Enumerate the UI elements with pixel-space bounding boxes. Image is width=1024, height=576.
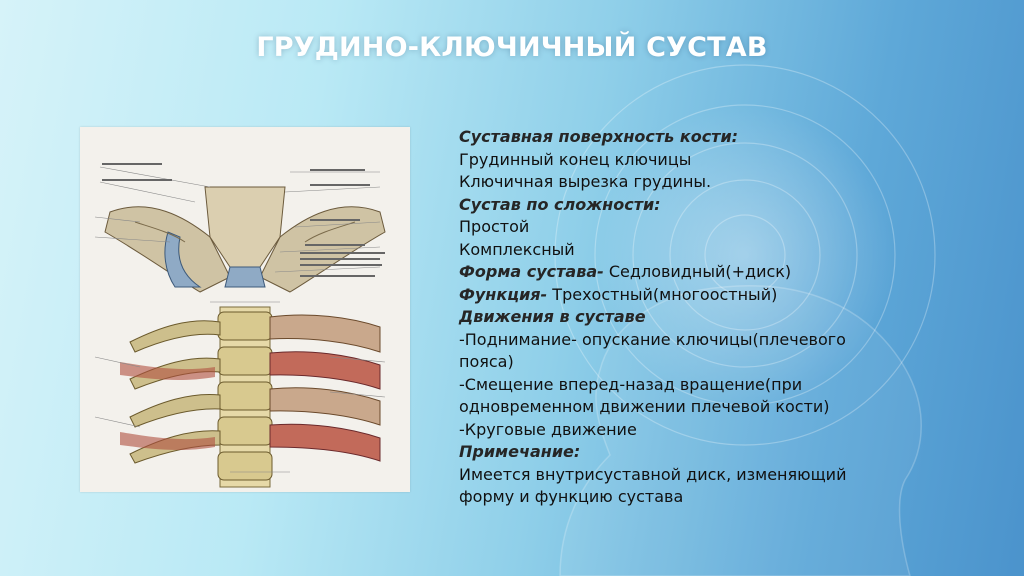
complexity-item: Простой [459, 217, 530, 236]
articular-surface-item: Грудинный конец ключицы [459, 149, 692, 169]
joint-shape-value: Седловидный(+диск) [603, 262, 792, 281]
movement-item: -Поднимание- опускание ключицы(плечевого [459, 329, 846, 349]
joint-function-value: Трехостный(многоостный) [547, 284, 778, 304]
sternoclavicular-joint-drawing [94, 163, 386, 293]
slide-title: ГРУДИНО-КЛЮЧИЧНЫЙ СУСТАВ [256, 32, 768, 63]
articular-surface-heading: Суставная поверхность кости: [459, 127, 739, 146]
movement-item-continued: пояса) [459, 352, 514, 371]
note-text: Имеется внутрисуставной диск, изменяющий [459, 464, 847, 484]
anatomy-illustration [80, 127, 410, 492]
articular-surface-item: Ключичная вырезка грудины. [459, 172, 712, 191]
joint-function-label: Функция- [459, 284, 548, 304]
movement-item: -Смещение вперед-назад вращение(при [459, 374, 803, 394]
complexity-item: Комплексный [459, 239, 575, 259]
movement-item: -Круговые движение [459, 419, 637, 439]
note-text-continued: форму и функцию сустава [459, 487, 684, 506]
costovertebral-joints-drawing [94, 301, 386, 488]
joint-function-row: Функция- Трехостный(многоостный) [459, 284, 939, 307]
movement-item-continued: одновременном движении плечевой кости) [459, 397, 830, 416]
joint-shape-label: Форма сустава- [459, 262, 604, 281]
complexity-heading: Сустав по сложности: [459, 194, 661, 214]
head-silhouette [559, 284, 922, 576]
content-text-block: Суставная поверхность кости: Грудинный к… [459, 126, 939, 509]
movements-heading: Движения в суставе [459, 307, 646, 326]
note-heading: Примечание: [459, 442, 581, 461]
joint-shape-row: Форма сустава- Седловидный(+диск) [459, 261, 939, 284]
